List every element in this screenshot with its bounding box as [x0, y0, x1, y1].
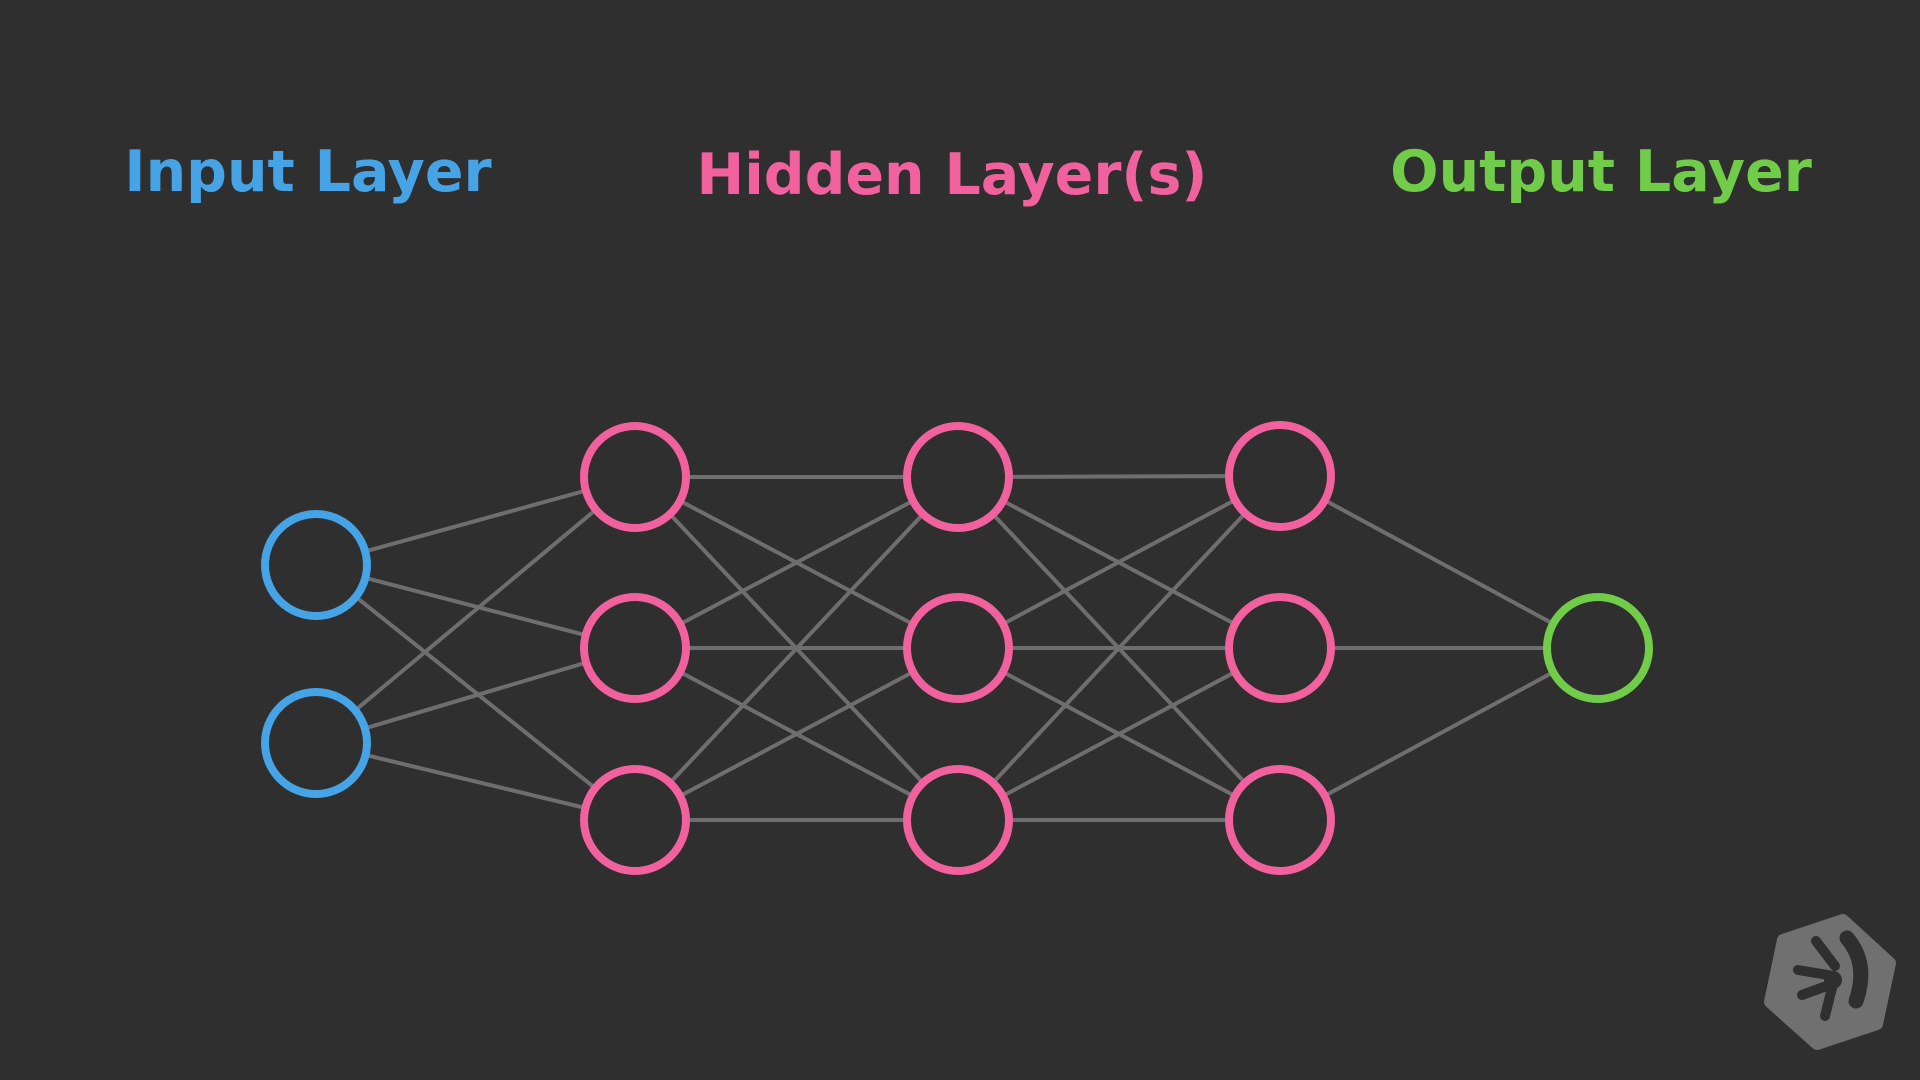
node-hidden-3-1	[1225, 421, 1335, 531]
edge-input-1-to-hidden-1-1	[315, 475, 636, 567]
edge-hidden-2-3-to-hidden-3-2	[957, 646, 1281, 822]
edge-hidden-3-1-to-output-1	[1279, 474, 1599, 650]
edge-hidden-1-3-to-hidden-2-2	[634, 646, 959, 822]
frog-foot-hexagon-logo	[1764, 914, 1896, 1050]
node-hidden-1-3	[580, 765, 690, 875]
node-output-1	[1543, 593, 1653, 703]
node-hidden-2-2	[903, 593, 1013, 703]
edge-hidden-1-3-to-hidden-2-1	[633, 475, 960, 822]
edge-input-1-to-hidden-1-3	[314, 563, 637, 822]
edge-hidden-2-2-to-hidden-3-1	[957, 474, 1281, 650]
hidden-layer-label: Hidden Layer(s)	[696, 142, 1208, 208]
edge-input-2-to-hidden-1-1	[314, 475, 637, 745]
edge-hidden-2-3-to-hidden-3-1	[956, 474, 1282, 822]
node-hidden-1-2	[580, 593, 690, 703]
node-hidden-3-2	[1225, 593, 1335, 703]
edge-input-2-to-hidden-1-2	[315, 646, 636, 745]
node-hidden-1-1	[580, 422, 690, 532]
input-layer-label: Input Layer	[124, 139, 492, 205]
logo-frog-foot-glyph	[1793, 930, 1869, 1021]
output-layer-label: Output Layer	[1390, 139, 1812, 205]
edge-hidden-1-2-to-hidden-2-1	[634, 475, 959, 650]
node-input-1	[261, 510, 371, 620]
edge-hidden-3-3-to-output-1	[1279, 646, 1599, 822]
node-input-2	[261, 688, 371, 798]
node-hidden-2-1	[903, 422, 1013, 532]
node-hidden-3-3	[1225, 765, 1335, 875]
node-hidden-2-3	[903, 765, 1013, 875]
